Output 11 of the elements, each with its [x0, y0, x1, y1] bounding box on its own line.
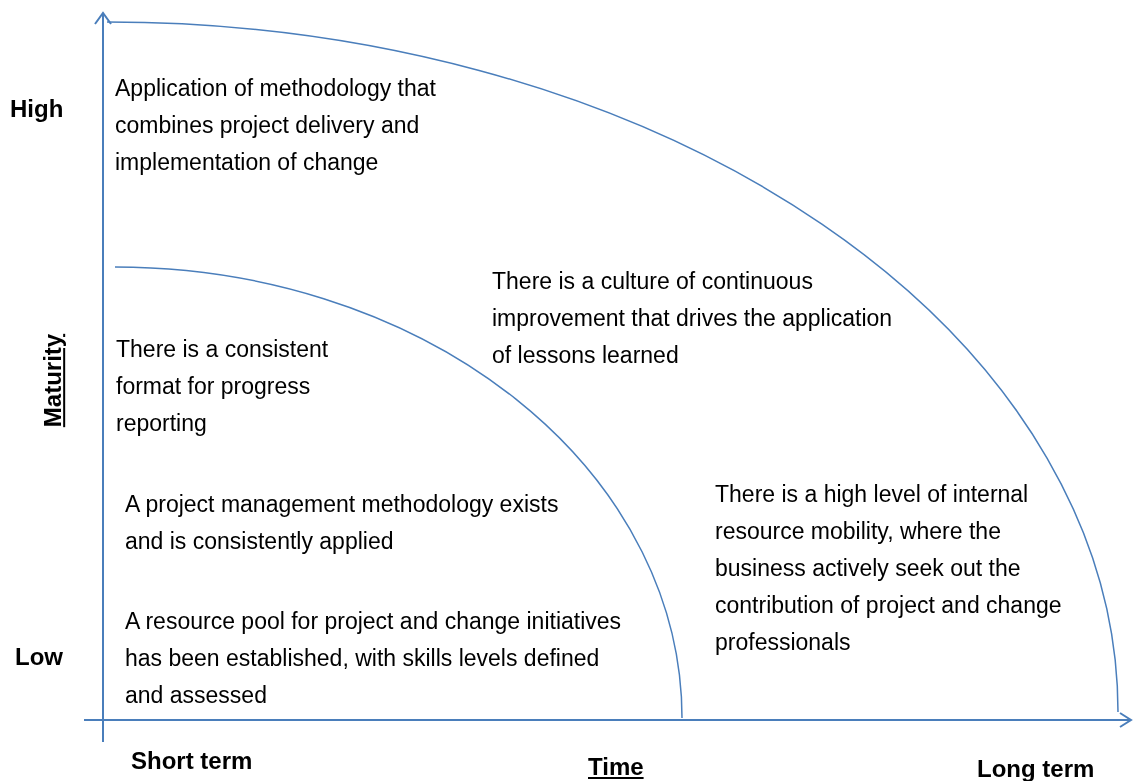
level-description: A project management methodology exists and is consistently applied: [125, 490, 560, 556]
level-description: There is a high level of internal resource mobility, where the business actively seek out the contribution of project and change professionals: [715, 480, 1063, 657]
level-description: A resource pool for project and change initiatives has been established, with skills levels defined and assessed: [125, 607, 623, 710]
axis-label: Low: [15, 642, 63, 672]
axis-label: Short term: [131, 746, 253, 776]
axis-label: High: [10, 94, 64, 124]
axis-title: Maturity: [37, 333, 67, 427]
axis-title: Time: [588, 752, 644, 781]
level-description: There is a culture of continuous improvement that drives the application of lessons learned: [492, 267, 894, 370]
level-description: There is a consistent format for progress reporting: [116, 335, 330, 438]
level-description: Application of methodology that combines project delivery and implementation of change: [115, 74, 437, 177]
